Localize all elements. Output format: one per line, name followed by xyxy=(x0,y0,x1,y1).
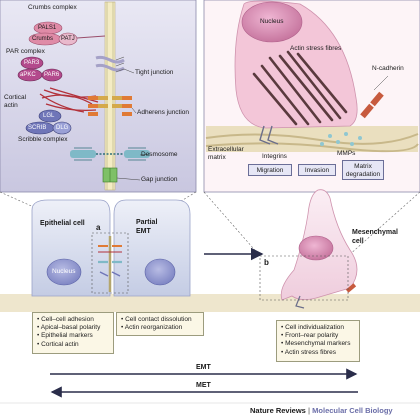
mesenchymal-item: • Actin stress fibres xyxy=(281,348,337,356)
n-cadherin-label: N-cadherin xyxy=(372,65,404,72)
epithelial-cell-label: Epithelial cell xyxy=(40,220,85,227)
panel-a xyxy=(0,0,197,193)
epithelial-item: • Apical–basal polarity xyxy=(37,324,101,332)
credit-subject: Molecular Cell Biology xyxy=(312,406,393,415)
crumbs-complex xyxy=(28,21,106,46)
credit-separator: | xyxy=(307,406,311,415)
actin-stress-fibres-label: Actin stress fibres xyxy=(290,45,342,52)
tight-junction-label: Tight junction xyxy=(135,69,174,76)
epithelial-nucleus-label: Nucleus xyxy=(52,268,76,275)
scribble-complex xyxy=(25,109,72,135)
panel-b-nucleus-label: Nucleus xyxy=(260,18,284,25)
epithelial-item: • Epithelial markers xyxy=(37,332,93,340)
gap-junction xyxy=(102,167,118,183)
par-complex xyxy=(17,56,63,82)
panel-b xyxy=(203,0,420,193)
crumbs-complex-label: Crumbs complex xyxy=(28,4,77,11)
emt-label: EMT xyxy=(196,364,211,371)
invasion-tag: Invasion xyxy=(298,164,336,176)
desmosome xyxy=(70,147,150,161)
integrins-label: Integrins xyxy=(262,153,287,160)
label-b: b xyxy=(264,258,269,267)
mesenchymal-item: • Mesenchymal markers xyxy=(281,340,351,348)
patj-label: PATJ xyxy=(61,36,75,42)
extracellular-matrix-strip xyxy=(0,294,420,312)
cortical-actin-label: Cortical actin xyxy=(4,94,27,109)
scribble-complex-label: Scribble complex xyxy=(18,136,68,143)
pals1-label: PALS1 xyxy=(38,25,57,31)
zoom-box-b xyxy=(259,255,349,301)
partial-emt-cell xyxy=(113,199,191,297)
met-label: MET xyxy=(196,382,211,389)
gap-junction-label: Gap junction xyxy=(141,176,178,183)
mesenchymal-cell-label: Mesenchymal cell xyxy=(352,229,398,245)
mesenchymal-item: • Cell individualization xyxy=(281,324,344,331)
tight-junction xyxy=(95,55,125,73)
migration-tag: Migration xyxy=(248,164,292,176)
partial-emt-label: Partial EMT xyxy=(136,219,158,235)
journal-credit: Nature Reviews | Molecular Cell Biology xyxy=(250,407,393,415)
par3-label: PAR3 xyxy=(24,60,40,66)
matrix-degradation-tag: Matrix degradation xyxy=(342,160,384,180)
adherens-junction-label: Adherens junction xyxy=(137,109,190,116)
label-a: a xyxy=(96,223,101,232)
partial-emt-properties: • Cell contact dissolution • Actin reorg… xyxy=(116,312,204,336)
mmps xyxy=(320,132,362,146)
n-cadherin xyxy=(360,75,389,119)
adherens-junction xyxy=(88,96,132,116)
callout-lines xyxy=(0,191,420,257)
apkc-label: aPKC xyxy=(20,72,36,78)
par6-label: PAR6 xyxy=(44,72,60,78)
integrins xyxy=(259,125,279,145)
mesenchymal-item: • Front–rear polarity xyxy=(281,332,339,340)
par-complex-label: PAR complex xyxy=(6,48,45,55)
partial-item: • Actin reorganization xyxy=(121,324,183,332)
epithelial-properties: • Cell–cell adhesion • Apical–basal pola… xyxy=(32,312,114,354)
mesenchymal-properties: • Cell individualization • Front–rear po… xyxy=(276,320,360,362)
lgl-label: LGL xyxy=(43,113,55,119)
partial-item: • Cell contact dissolution xyxy=(121,316,192,323)
epithelial-item: • Cortical actin xyxy=(37,340,79,348)
epithelial-item: • Cell–cell adhesion xyxy=(37,316,94,323)
mmps-label: MMPs xyxy=(337,150,356,157)
zoom-box-a xyxy=(91,232,129,294)
panel-a-leaders xyxy=(116,68,151,181)
desmosome-label: Desmosome xyxy=(141,151,178,158)
junction-detail-small xyxy=(98,236,122,292)
mesenchymal-cell xyxy=(280,189,358,309)
actin-stress-fibres xyxy=(252,50,348,126)
scrib-label: SCRIB xyxy=(28,125,47,131)
dlg-label: DLG xyxy=(56,125,69,131)
epithelial-cell xyxy=(31,199,111,297)
extracellular-matrix-label: Extracellular matrix xyxy=(208,146,244,161)
crumbs-label: Crumbs xyxy=(32,36,54,42)
credit-journal: Nature Reviews xyxy=(250,406,306,415)
